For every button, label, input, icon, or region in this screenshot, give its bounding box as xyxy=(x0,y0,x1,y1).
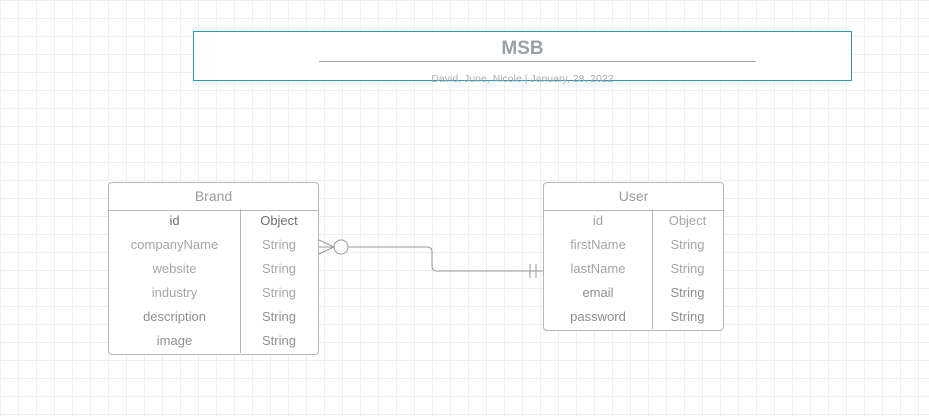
field-name: description xyxy=(143,309,206,324)
field-name: image xyxy=(156,333,193,348)
field-row[interactable]: description String xyxy=(109,305,318,329)
field-type: String xyxy=(670,237,705,252)
zero-cardinality-icon xyxy=(333,239,349,255)
field-type: String xyxy=(262,333,296,348)
field-type: String xyxy=(670,309,705,324)
field-name: password xyxy=(570,309,626,324)
field-type: String xyxy=(670,285,705,300)
title-block[interactable]: MSB David, June, Nicole | January, 28, 2… xyxy=(193,31,852,85)
field-type: Object xyxy=(260,213,298,228)
entity-user-fields: id Object firstName String lastName Stri… xyxy=(544,209,723,329)
field-row[interactable]: companyName String xyxy=(109,233,318,257)
field-row[interactable]: firstName String xyxy=(544,233,723,257)
field-row[interactable]: lastName String xyxy=(544,257,723,281)
field-row[interactable]: email String xyxy=(544,281,723,305)
field-row[interactable]: website String xyxy=(109,257,318,281)
field-type: Object xyxy=(668,213,707,228)
connector-line xyxy=(343,246,544,272)
field-type: String xyxy=(670,261,705,276)
diagram-subtitle: David, June, Nicole | January, 28, 2022 xyxy=(431,73,614,85)
field-name: website xyxy=(152,261,197,276)
field-type: String xyxy=(262,309,296,324)
entity-brand-fields: id Object companyName String website Str… xyxy=(109,209,318,353)
field-name: industry xyxy=(151,285,198,300)
field-row[interactable]: industry String xyxy=(109,281,318,305)
entity-brand[interactable]: Brand id Object companyName String websi… xyxy=(108,182,319,355)
field-name: firstName xyxy=(570,237,626,252)
entity-brand-title: Brand xyxy=(109,183,318,211)
crows-foot-many-icon xyxy=(318,239,335,255)
field-row[interactable]: id Object xyxy=(109,209,318,233)
field-name: email xyxy=(582,285,614,300)
field-type: String xyxy=(262,237,296,252)
column-divider xyxy=(652,209,653,329)
field-type: String xyxy=(262,285,296,300)
diagram-title: MSB xyxy=(501,38,544,59)
field-name: id xyxy=(169,213,180,228)
title-divider xyxy=(319,61,756,62)
field-name: lastName xyxy=(570,261,626,276)
entity-user-title: User xyxy=(544,183,723,211)
field-name: id xyxy=(592,213,604,228)
column-divider xyxy=(240,209,241,353)
exactly-one-icon xyxy=(529,264,537,278)
field-row[interactable]: image String xyxy=(109,329,318,353)
field-row[interactable]: password String xyxy=(544,305,723,329)
field-name: companyName xyxy=(130,237,219,252)
field-row[interactable]: id Object xyxy=(544,209,723,233)
field-type: String xyxy=(262,261,296,276)
entity-user[interactable]: User id Object firstName String lastName… xyxy=(543,182,724,331)
